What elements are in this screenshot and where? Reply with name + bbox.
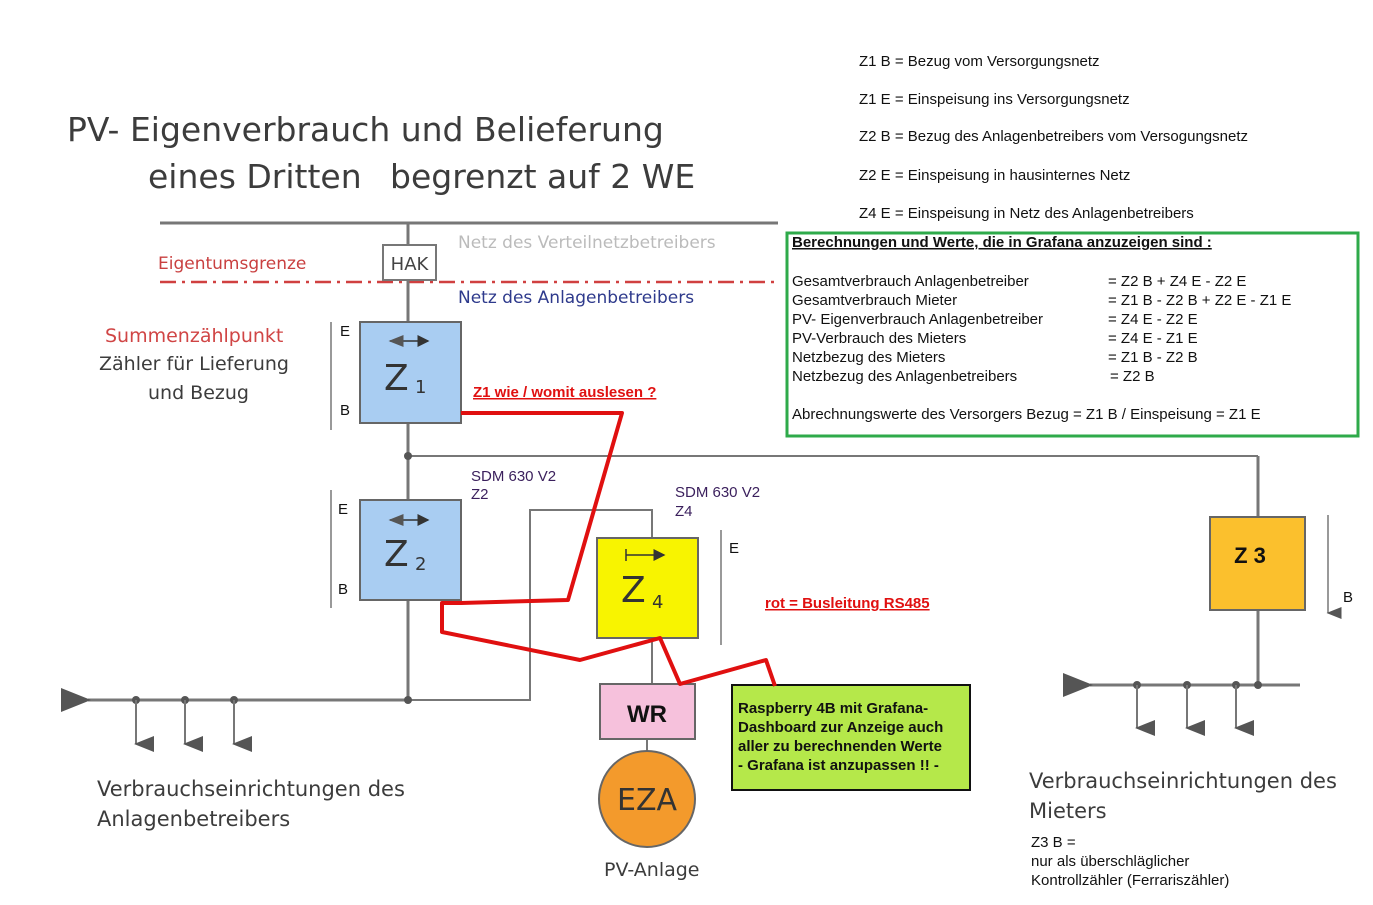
tenant-consumers-line2: Mieters	[1029, 799, 1107, 823]
z2-model: SDM 630 V2	[471, 468, 556, 485]
calc-formula-1: = Z1 B - Z2 B + Z2 E - Z1 E	[1108, 292, 1291, 309]
pv-plant-label: PV-Anlage	[604, 859, 700, 881]
z4-e-label: E	[729, 540, 739, 557]
net-lower-label: Netz des Anlagenbetreibers	[458, 288, 694, 308]
calc-box	[785, 231, 1360, 438]
legend-z1b: Z1 B = Bezug vom Versorgungsnetz	[859, 53, 1100, 70]
raspberry-line2: Dashboard zur Anzeige auch	[738, 719, 943, 736]
raspberry-line4: - Grafana ist anzupassen !! -	[738, 757, 939, 774]
inverter-box	[599, 683, 696, 740]
legend-z2b: Z2 B = Bezug des Anlagenbetreibers vom V…	[859, 128, 1248, 145]
rs485-legend-note: rot = Busleitung RS485	[765, 595, 930, 612]
net-upper-label: Netz des Verteilnetzbetreibers	[458, 233, 716, 253]
meter-z2-main: Z	[384, 534, 409, 575]
legend-definitions: Z1 B = Bezug vom Versorgungsnetz Z1 E = …	[859, 53, 1248, 222]
calc-formula-5: = Z2 B	[1110, 368, 1155, 385]
z1-readout-note: Z1 wie / womit auslesen ?	[473, 384, 656, 401]
z2-e-label: E	[338, 501, 348, 518]
inverter-label: WR	[627, 701, 667, 728]
diagram-title-line2b: begrenzt auf 2 WE	[390, 157, 695, 196]
calc-formula-4: = Z1 B - Z2 B	[1108, 349, 1198, 366]
calc-footer: Abrechnungswerte des Versorgers Bezug = …	[792, 406, 1261, 423]
summen-line3: und Bezug	[148, 382, 249, 404]
z1-e-label: E	[340, 323, 350, 340]
meter-z1: Z 1	[359, 321, 462, 424]
summen-title: Summenzählpunkt	[105, 325, 283, 347]
junction-node	[404, 452, 412, 460]
z3-note-line1: Z3 B =	[1031, 834, 1076, 851]
z3-note-line2: nur als überschläglicher	[1031, 853, 1189, 870]
calc-box-content: Berechnungen und Werte, die in Grafana a…	[792, 234, 1291, 423]
z3-b-label: B	[1343, 589, 1353, 606]
raspberry-line1: Raspberry 4B mit Grafana-	[738, 700, 928, 717]
z4-id: Z4	[675, 503, 693, 520]
raspberry-line3: aller zu berechnenden Werte	[738, 738, 942, 755]
diagram-title-line1: PV- Eigenverbrauch und Belieferung	[67, 110, 664, 149]
hak-label: HAK	[391, 254, 430, 275]
eza-circle	[598, 750, 696, 848]
legend-z4e: Z4 E = Einspeisung in Netz des Anlagenbe…	[859, 205, 1194, 222]
calc-label-4: Netzbezug des Mieters	[792, 349, 945, 366]
z4-model: SDM 630 V2	[675, 484, 760, 501]
owner-consumers-line2: Anlagenbetreibers	[97, 807, 290, 831]
calc-formula-3: = Z4 E - Z1 E	[1108, 330, 1198, 347]
ownership-label: Eigentumsgrenze	[158, 254, 306, 274]
diagram-title-line2a: eines Dritten	[148, 157, 362, 196]
summen-line2: Zähler für Lieferung	[99, 353, 289, 375]
calc-label-3: PV-Verbrauch des Mieters	[792, 330, 966, 347]
calc-formula-2: = Z4 E - Z2 E	[1108, 311, 1198, 328]
calc-label-2: PV- Eigenverbrauch Anlagenbetreiber	[792, 311, 1043, 328]
tenant-consumers-line1: Verbrauchseinrichtungen des	[1029, 769, 1337, 793]
meter-z3	[1209, 516, 1306, 611]
calc-formula-0: = Z2 B + Z4 E - Z2 E	[1108, 273, 1246, 290]
meter-z1-main: Z	[384, 358, 409, 399]
calc-label-1: Gesamtverbrauch Mieter	[792, 292, 957, 309]
z2-id: Z2	[471, 486, 489, 503]
calc-label-5: Netzbezug des Anlagenbetreibers	[792, 368, 1017, 385]
meter-z2: Z 2	[359, 499, 462, 601]
z2-b-label: B	[338, 581, 348, 598]
tenant-consumer-taps	[1133, 681, 1262, 736]
meter-z4-sub: 4	[652, 592, 663, 613]
calc-label-0: Gesamtverbrauch Anlagenbetreiber	[792, 273, 1029, 290]
owner-consumers-line1: Verbrauchseinrichtungen des	[97, 777, 405, 801]
meter-z2-sub: 2	[415, 554, 426, 575]
meter-z3-label: Z 3	[1234, 543, 1266, 568]
meter-z1-sub: 1	[415, 377, 426, 398]
meter-z4-main: Z	[621, 570, 646, 611]
calc-heading: Berechnungen und Werte, die in Grafana a…	[792, 234, 1212, 251]
z1-b-label: B	[340, 402, 350, 419]
raspberry-box	[731, 684, 971, 791]
eza-label: EZA	[617, 783, 678, 818]
pv-branch-line	[408, 509, 653, 701]
meter-z4: Z 4	[596, 537, 699, 639]
z3-note-line3: Kontrollzähler (Ferrariszähler)	[1031, 872, 1229, 889]
legend-z2e: Z2 E = Einspeisung in hausinternes Netz	[859, 167, 1130, 184]
hak-box	[382, 244, 437, 281]
owner-consumer-taps	[132, 696, 412, 752]
rs485-bus-line	[440, 411, 777, 687]
legend-z1e: Z1 E = Einspeisung ins Versorgungsnetz	[859, 91, 1130, 108]
